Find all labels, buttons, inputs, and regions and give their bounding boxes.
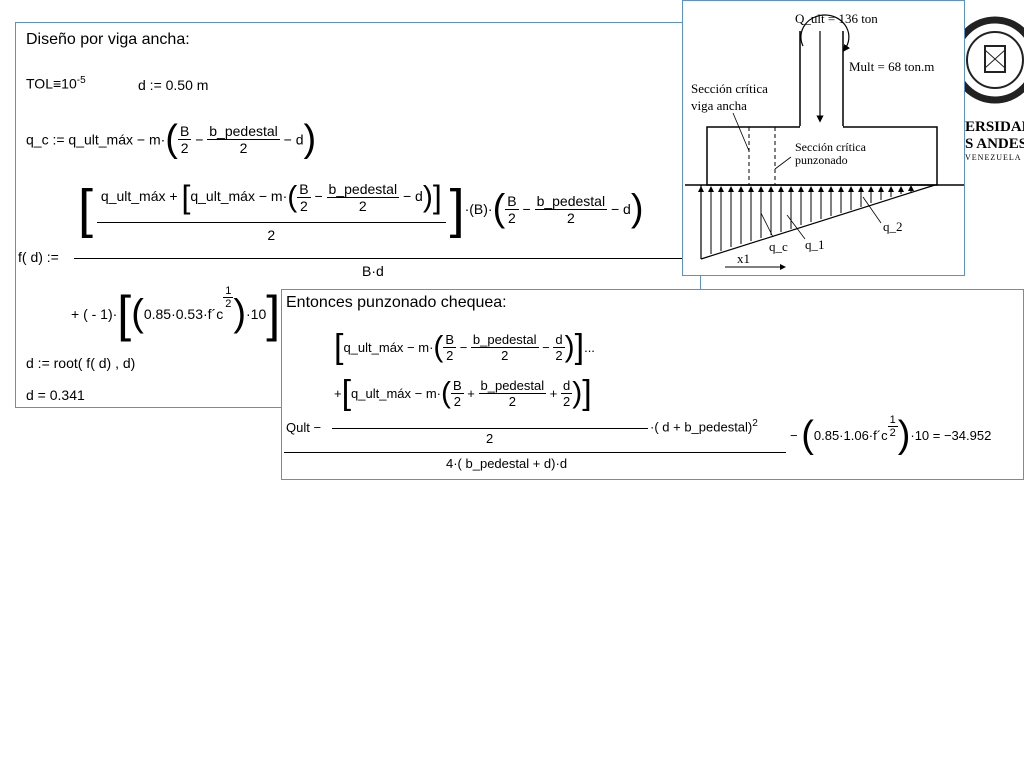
q1-label: q_1 <box>805 237 825 252</box>
main-denominator: 4·( b_pedestal + d)·d <box>446 456 568 471</box>
footing-diagram: Q_ult = 136 ton Mult = 68 ton.m Sección … <box>682 0 965 276</box>
mult-label: Mult = 68 ton.m <box>849 59 934 74</box>
pressure-arrows <box>698 185 914 257</box>
university-logo: ERSIDAD S ANDES VENEZUELA <box>951 10 1024 170</box>
inner-fraction-bar <box>332 428 648 429</box>
main-fraction-bar <box>284 452 786 453</box>
x1-label: x1 <box>737 251 750 266</box>
region-title: Diseño por viga ancha: <box>26 31 190 48</box>
critical-section-wide-beam-label-2: viga ancha <box>691 98 747 113</box>
root-line: d := root( f( d) , d) <box>26 355 136 371</box>
fd-fraction-bar <box>74 258 690 259</box>
result-line: d = 0.341 <box>26 387 85 403</box>
critical-section-punching-label-1: Sección crítica <box>795 140 867 154</box>
logo-seal-icon <box>951 16 1024 104</box>
fd-denominator: B·d <box>362 263 384 279</box>
footing-svg: Q_ult = 136 ton Mult = 68 ton.m Sección … <box>685 11 964 270</box>
region-title: Entonces punzonado chequea: <box>286 294 507 311</box>
critical-section-punching-label-2: punzonado <box>795 153 848 167</box>
inner-denominator: 2 <box>486 431 494 446</box>
multiplier-tail: ·( d + b_pedestal)2 <box>650 418 758 435</box>
logo-text-1: ERSIDAD <box>965 119 1024 135</box>
q2-label: q_2 <box>883 219 903 234</box>
fd-lhs: f( d) := <box>18 249 59 265</box>
tol-definition: TOL≡10-5 <box>26 75 86 92</box>
qc-label: q_c <box>769 239 788 254</box>
qult-label: Qult − <box>286 420 322 435</box>
logo-text-3: VENEZUELA <box>965 153 1022 162</box>
punzonado-region[interactable]: Entonces punzonado chequea: [q_ult_máx −… <box>281 289 1024 480</box>
logo-text-2: S ANDES <box>965 136 1024 152</box>
critical-section-wide-beam-label-1: Sección crítica <box>691 81 768 96</box>
q-ult-label: Q_ult = 136 ton <box>795 11 878 26</box>
d-definition: d := 0.50 m <box>138 77 209 93</box>
